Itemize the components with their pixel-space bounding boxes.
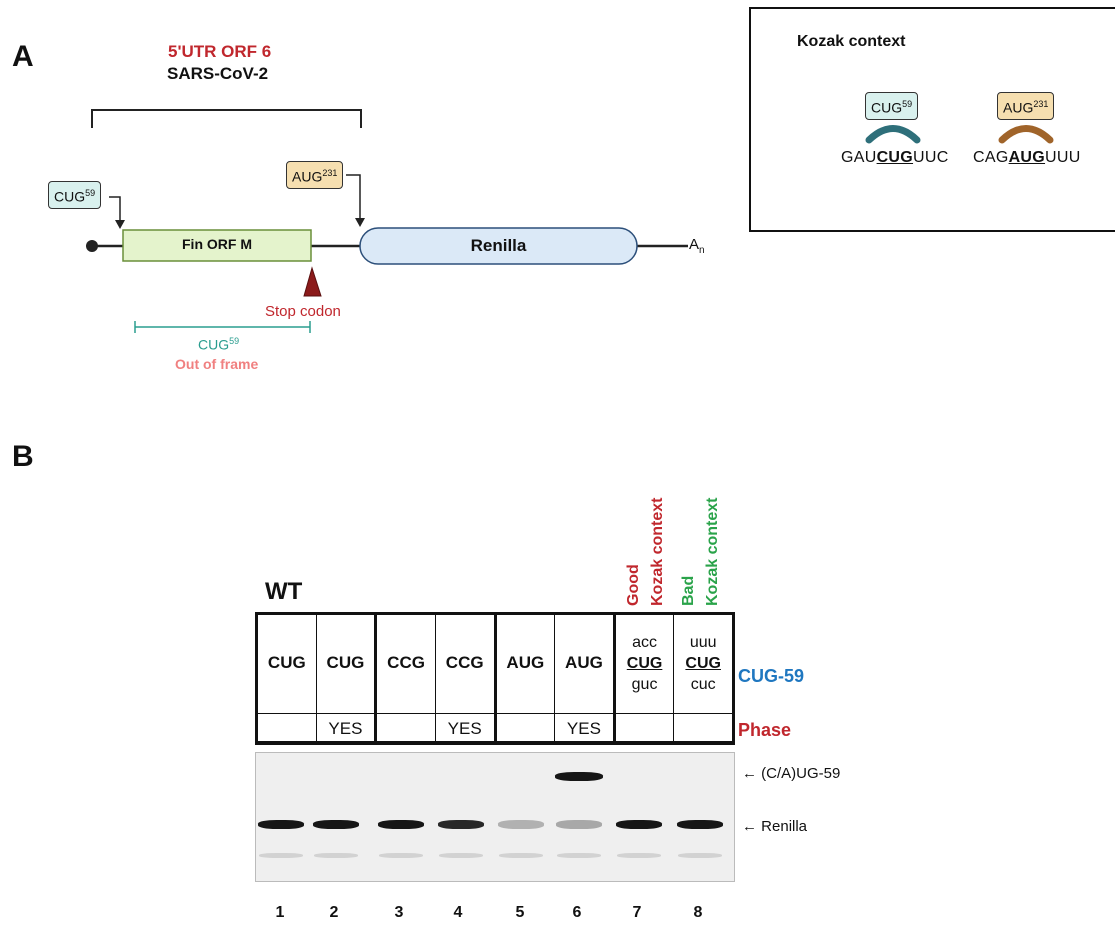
phase-lane-1 xyxy=(257,714,317,745)
codon-lane-2: CUG xyxy=(316,613,376,714)
renilla-band xyxy=(313,820,359,829)
phase-lane-3 xyxy=(376,714,436,745)
renilla-band xyxy=(677,820,723,829)
lane-number-4: 4 xyxy=(443,904,473,922)
gel-background-band xyxy=(499,853,543,858)
bad-label: Bad xyxy=(680,576,698,606)
lane-number-7: 7 xyxy=(622,904,652,922)
cug-ribosome-arc xyxy=(869,129,917,141)
good-kozak-label: Kozak context xyxy=(649,498,667,606)
panel-letter-b: B xyxy=(12,440,34,474)
phase-lane-2: YES xyxy=(316,714,376,745)
kozak-context-box: Kozak context CUG59 AUG231 GAUCUGUUC CAG… xyxy=(749,7,1115,232)
frame-cug-label: CUG59 xyxy=(198,336,239,353)
codon-lane-4: CCG xyxy=(435,613,495,714)
codon-lane-6: AUG xyxy=(555,613,615,714)
lane-number-8: 8 xyxy=(683,904,713,922)
bad-kozak-label: Kozak context xyxy=(704,498,722,606)
codon-lane-3: CCG xyxy=(376,613,436,714)
gel-background-band xyxy=(314,853,358,858)
utr-bracket xyxy=(92,110,361,128)
aug-sequence: CAGAUGUUU xyxy=(973,149,1081,167)
cap-dot xyxy=(86,240,98,252)
aug-ribosome-arc xyxy=(1002,129,1050,141)
gel-background-band xyxy=(379,853,423,858)
wt-label: WT xyxy=(265,578,302,606)
stop-codon-label: Stop codon xyxy=(265,303,341,320)
phase-lane-4: YES xyxy=(435,714,495,745)
phase-row-label: Phase xyxy=(738,720,791,741)
cug59-row-label: CUG-59 xyxy=(738,666,804,687)
renilla-band xyxy=(438,820,484,829)
poly-a-label: An xyxy=(689,236,705,256)
renilla-band xyxy=(498,820,544,829)
lower-band-label: ← Renilla xyxy=(742,818,807,835)
cug59-band xyxy=(555,772,603,781)
cug-start-arrow xyxy=(115,220,125,229)
gel-background-band xyxy=(617,853,661,858)
gel-background-band xyxy=(557,853,601,858)
renilla-band xyxy=(556,820,602,829)
renilla-band xyxy=(258,820,304,829)
gel-background-band xyxy=(259,853,303,858)
lane-table: CUG CUG CCG CCG AUG AUG acc CUG guc uuu … xyxy=(255,612,735,745)
cug59-tag: CUG59 xyxy=(48,181,101,209)
cug-sequence: GAUCUGUUC xyxy=(841,149,949,167)
gel-image xyxy=(255,752,735,882)
phase-lane-6: YES xyxy=(555,714,615,745)
stop-codon-marker xyxy=(304,268,321,296)
lane-number-3: 3 xyxy=(384,904,414,922)
aug231-tag: AUG231 xyxy=(286,161,343,189)
upper-band-label: ← (C/A)UG-59 xyxy=(742,765,840,782)
renilla-band xyxy=(616,820,662,829)
codon-lane-5: AUG xyxy=(495,613,555,714)
codon-lane-1: CUG xyxy=(257,613,317,714)
lane-number-1: 1 xyxy=(265,904,295,922)
fin-orf-label: Fin ORF M xyxy=(123,236,311,252)
renilla-label: Renilla xyxy=(360,236,637,256)
phase-lane-8 xyxy=(674,714,734,745)
out-of-frame-label: Out of frame xyxy=(175,356,258,372)
gel-background-band xyxy=(678,853,722,858)
lane-number-5: 5 xyxy=(505,904,535,922)
phase-lane-7 xyxy=(614,714,674,745)
renilla-band xyxy=(378,820,424,829)
good-label: Good xyxy=(625,564,643,606)
lane-number-2: 2 xyxy=(319,904,349,922)
construct-diagram xyxy=(0,0,740,380)
lane-number-6: 6 xyxy=(562,904,592,922)
ribosome-arcs xyxy=(751,9,1115,234)
phase-lane-5 xyxy=(495,714,555,745)
gel-background-band xyxy=(439,853,483,858)
aug-start-arrow xyxy=(355,218,365,227)
codon-lane-8: uuu CUG cuc xyxy=(674,613,734,714)
codon-lane-7: acc CUG guc xyxy=(614,613,674,714)
